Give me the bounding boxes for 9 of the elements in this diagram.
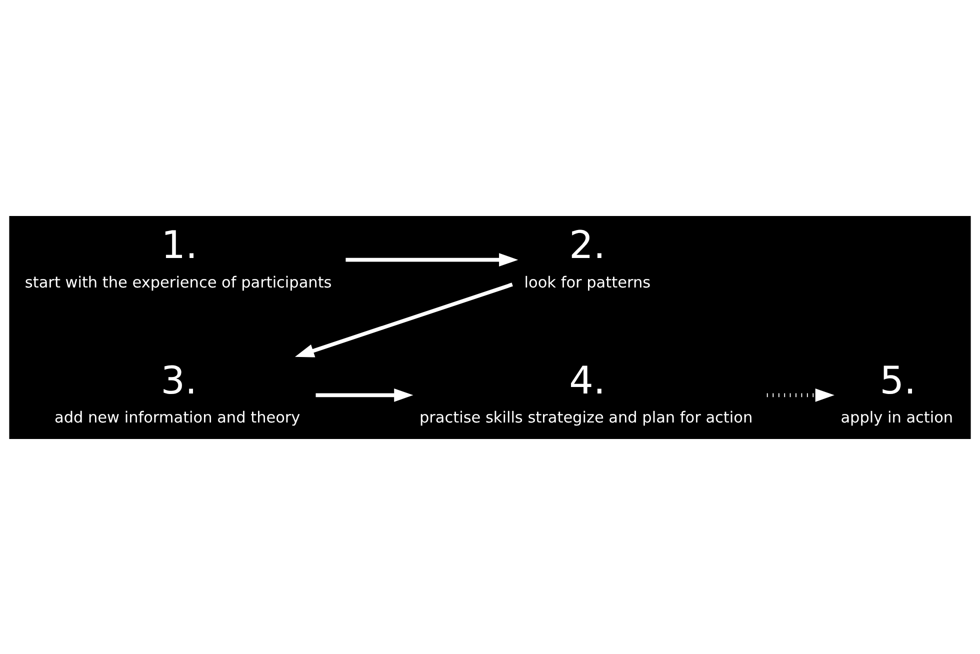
arrow: [316, 388, 414, 402]
arrow: [294, 282, 513, 357]
node-text: 1. start with the experience of participants: [24, 222, 332, 291]
node-text: 5. apply in action: [840, 358, 954, 426]
arrow: [766, 388, 834, 402]
node-text: 3. add new information and theory: [54, 358, 300, 426]
arrow: [346, 252, 518, 266]
node-text: 4. practise skills strategize and plan for action: [419, 358, 753, 426]
node-text: 2. look for patterns: [524, 222, 651, 291]
